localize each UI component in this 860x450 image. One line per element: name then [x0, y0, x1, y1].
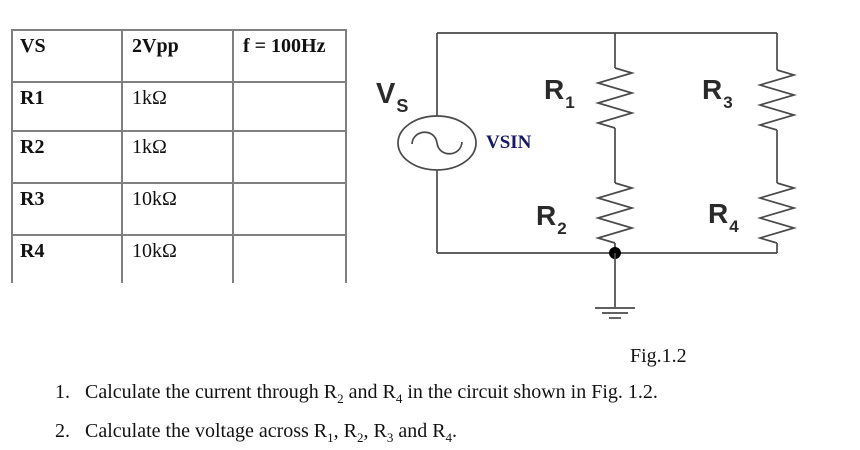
question-text: Calculate the voltage across R1, R2, R3 …	[85, 420, 458, 445]
table-row: VS 2Vpp f = 100Hz	[11, 29, 347, 83]
table-row: R2 1kΩ	[11, 130, 347, 184]
question-text: Calculate the current through R2 and R4 …	[85, 381, 658, 406]
r2-label: R2	[536, 200, 567, 238]
table-cell-extra	[232, 81, 347, 132]
table-cell-name: R4	[11, 234, 123, 283]
circuit-schematic	[397, 32, 798, 319]
source-name-label: VS	[376, 78, 409, 116]
question-2: 2. Calculate the voltage across R1, R2, R…	[55, 420, 458, 445]
figure-caption: Fig.1.2	[630, 345, 687, 367]
table-cell-name: R3	[11, 182, 123, 236]
r1-zigzag	[594, 67, 636, 129]
sine-icon	[411, 131, 463, 155]
r4-zigzag	[756, 182, 798, 244]
table-cell-value: 2Vpp	[121, 29, 234, 83]
source-model-label: VSIN	[486, 132, 532, 153]
table-row: R4 10kΩ	[11, 234, 347, 283]
table-row: R1 1kΩ	[11, 81, 347, 132]
parameters-table: VS 2Vpp f = 100Hz R1 1kΩ R2 1kΩ R3 10kΩ …	[11, 29, 347, 283]
table-cell-value: 1kΩ	[121, 81, 234, 132]
table-cell-value: 10kΩ	[121, 234, 234, 283]
r2-zigzag	[594, 182, 636, 244]
table-cell-extra	[232, 234, 347, 283]
r1-label: R1	[544, 74, 575, 112]
r4-label: R4	[708, 198, 739, 236]
table-cell-value: 10kΩ	[121, 182, 234, 236]
question-number: 1.	[55, 381, 70, 403]
question-number: 2.	[55, 420, 70, 442]
question-1: 1. Calculate the current through R2 and R…	[55, 381, 658, 406]
r3-label: R3	[702, 74, 733, 112]
table-cell-name: VS	[11, 29, 123, 83]
table-cell-extra	[232, 182, 347, 236]
table-cell-name: R1	[11, 81, 123, 132]
table-cell-extra: f = 100Hz	[232, 29, 347, 83]
r3-zigzag	[756, 69, 798, 131]
table-cell-value: 1kΩ	[121, 130, 234, 184]
table-row: R3 10kΩ	[11, 182, 347, 236]
table-cell-extra	[232, 130, 347, 184]
ground-icon	[595, 307, 635, 319]
table-cell-name: R2	[11, 130, 123, 184]
